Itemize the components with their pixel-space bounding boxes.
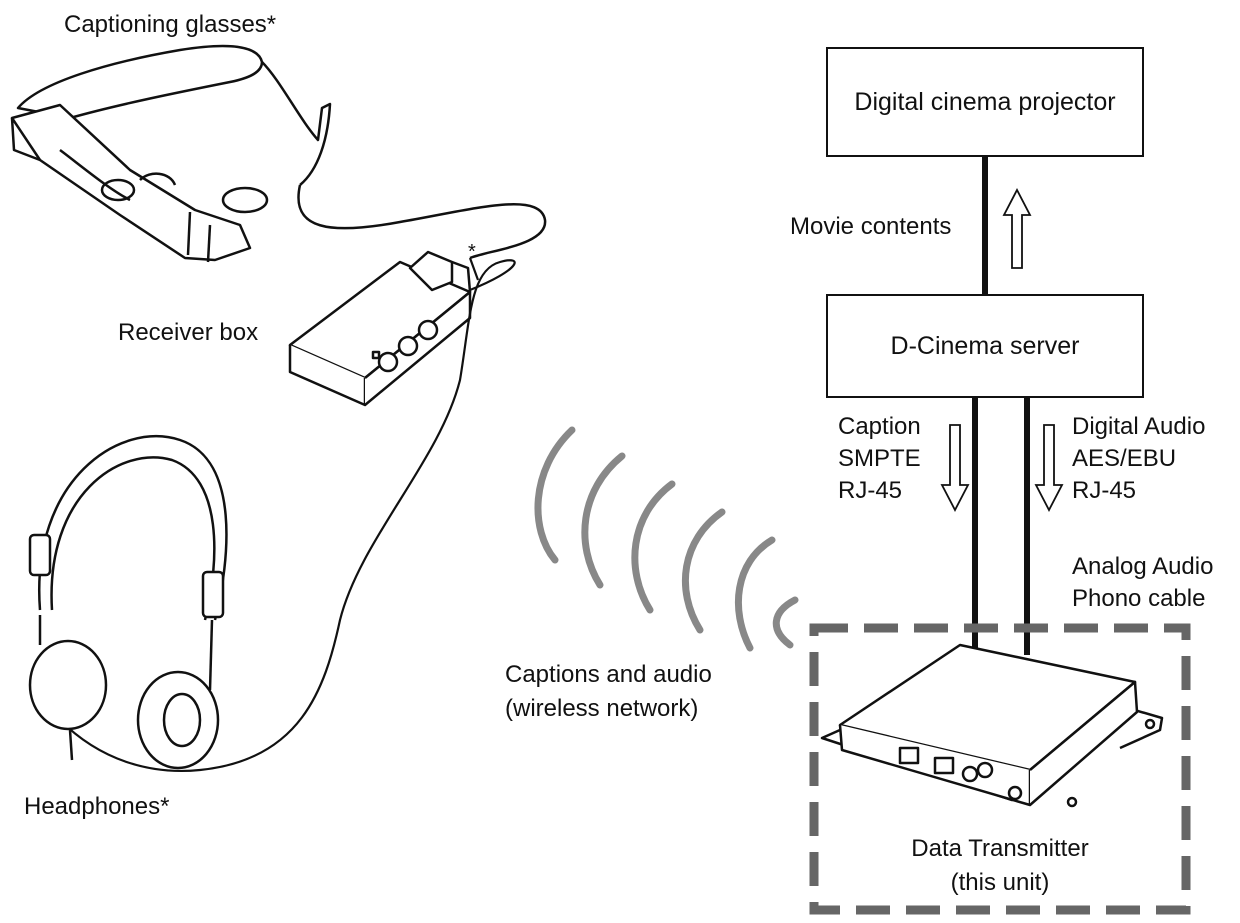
captioning-glasses-label: Captioning glasses*	[64, 11, 277, 38]
headphone-cable	[58, 259, 516, 772]
wireless-label-line1: Captions and audio	[505, 661, 712, 688]
wireless-label-line2: (wireless network)	[505, 695, 699, 722]
digital-cinema-projector-box: Digital cinema projector	[826, 47, 1144, 157]
movie-contents-arrow-icon	[1002, 188, 1032, 269]
system-cables	[972, 155, 1030, 655]
server-label: D-Cinema server	[890, 331, 1080, 360]
this-unit-boundary	[809, 623, 1191, 915]
analog-audio-label-line1: Analog Audio	[1072, 553, 1214, 580]
digital-audio-label-line3: RJ-45	[1072, 477, 1137, 504]
caption-label-line1: Caption	[838, 413, 921, 440]
movie-contents-label: Movie contents	[790, 213, 952, 240]
caption-label-line2: SMPTE	[838, 445, 921, 472]
digital-audio-arrow-icon	[1034, 424, 1064, 512]
transmitter-label-line2: (this unit)	[950, 869, 1050, 896]
data-transmitter-icon	[820, 643, 1164, 808]
wireless-signal-icon	[534, 426, 799, 652]
headphones-icon	[28, 435, 228, 770]
caption-arrow-icon	[940, 424, 970, 512]
digital-audio-label-line1: Digital Audio	[1072, 413, 1206, 440]
d-cinema-server-box: D-Cinema server	[826, 294, 1144, 398]
receiver-box-icon	[288, 250, 472, 407]
captioning-glasses-icon	[10, 44, 547, 263]
transmitter-label-line1: Data Transmitter	[911, 835, 1089, 862]
caption-label-line3: RJ-45	[838, 477, 903, 504]
headphones-label: Headphones*	[24, 793, 170, 820]
projector-label: Digital cinema projector	[854, 87, 1116, 116]
digital-audio-label-line2: AES/EBU	[1072, 445, 1177, 472]
analog-audio-label-line2: Phono cable	[1072, 585, 1206, 612]
receiver-box-label: Receiver box	[118, 319, 259, 346]
connector-note: *	[468, 241, 476, 263]
